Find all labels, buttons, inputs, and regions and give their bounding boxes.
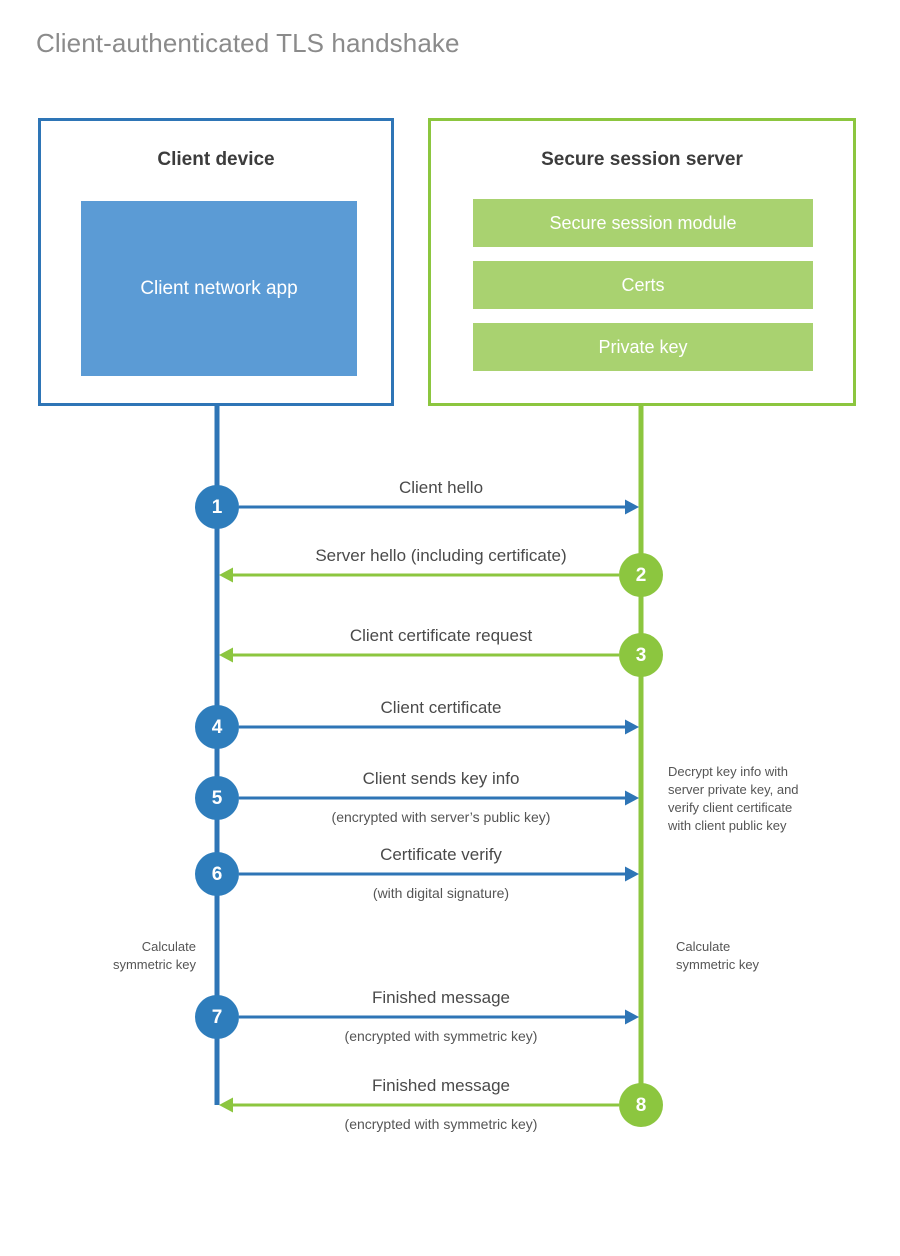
step-number-8: 8 bbox=[636, 1095, 647, 1116]
server-component-stack: Secure session module Certs Private key bbox=[473, 199, 813, 385]
message-arrow-head-1 bbox=[625, 499, 639, 515]
side-notes-group: Decrypt key info with server private key,… bbox=[113, 764, 799, 972]
message-arrow-head-2 bbox=[219, 567, 233, 583]
note-server-calculate-line-1: Calculate bbox=[676, 939, 730, 954]
step-marker-7[interactable] bbox=[195, 995, 239, 1039]
server-component-secure-session-module: Secure session module bbox=[473, 199, 813, 247]
message-label-8: Finished message bbox=[372, 1076, 510, 1095]
step-marker-2[interactable] bbox=[619, 553, 663, 597]
step-marker-5[interactable] bbox=[195, 776, 239, 820]
message-arrow-head-8 bbox=[219, 1097, 233, 1113]
message-sublabel-5: (encrypted with server’s public key) bbox=[332, 809, 551, 825]
message-sublabel-7: (encrypted with symmetric key) bbox=[345, 1028, 538, 1044]
message-arrow-head-5 bbox=[625, 790, 639, 806]
message-label-4: Client certificate bbox=[381, 698, 502, 717]
step-marker-3[interactable] bbox=[619, 633, 663, 677]
message-label-1: Client hello bbox=[399, 478, 483, 497]
step-marker-8[interactable] bbox=[619, 1083, 663, 1127]
message-arrow-head-3 bbox=[219, 647, 233, 663]
message-label-7: Finished message bbox=[372, 988, 510, 1007]
step-markers-group: 1 2 3 4 5 6 7 8 bbox=[195, 485, 663, 1127]
server-component-private-key: Private key bbox=[473, 323, 813, 371]
message-label-6: Certificate verify bbox=[380, 845, 502, 864]
step-number-5: 5 bbox=[212, 788, 223, 809]
client-network-app-block: Client network app bbox=[81, 201, 357, 376]
step-marker-4[interactable] bbox=[195, 705, 239, 749]
message-sublabel-8: (encrypted with symmetric key) bbox=[345, 1116, 538, 1132]
client-device-box: Client device Client network app bbox=[38, 118, 394, 406]
secure-session-server-title: Secure session server bbox=[541, 149, 743, 170]
note-server-decrypt-line-3: verify client certificate bbox=[668, 800, 792, 815]
message-arrow-head-6 bbox=[625, 866, 639, 882]
step-number-3: 3 bbox=[636, 645, 647, 666]
step-number-6: 6 bbox=[212, 864, 223, 885]
step-number-7: 7 bbox=[212, 1007, 223, 1028]
note-client-calculate-line-2: symmetric key bbox=[113, 957, 197, 972]
note-server-decrypt-line-2: server private key, and bbox=[668, 782, 799, 797]
step-number-1: 1 bbox=[212, 497, 223, 518]
message-arrow-head-4 bbox=[625, 719, 639, 735]
message-label-3: Client certificate request bbox=[350, 626, 533, 645]
client-device-title: Client device bbox=[157, 149, 275, 170]
page-title: Client-authenticated TLS handshake bbox=[36, 28, 460, 58]
message-sublabel-6: (with digital signature) bbox=[373, 885, 509, 901]
step-marker-6[interactable] bbox=[195, 852, 239, 896]
note-server-calculate-line-2: symmetric key bbox=[676, 957, 760, 972]
step-number-2: 2 bbox=[636, 565, 647, 586]
note-client-calculate-line-1: Calculate bbox=[142, 939, 196, 954]
note-server-decrypt-line-1: Decrypt key info with bbox=[668, 764, 788, 779]
secure-session-server-box: Secure session server Secure session mod… bbox=[428, 118, 856, 406]
message-arrow-head-7 bbox=[625, 1009, 639, 1025]
note-server-decrypt-line-4: with client public key bbox=[667, 818, 787, 833]
step-marker-1[interactable] bbox=[195, 485, 239, 529]
step-number-4: 4 bbox=[212, 717, 223, 738]
message-label-5: Client sends key info bbox=[363, 769, 520, 788]
message-label-2: Server hello (including certificate) bbox=[315, 546, 566, 565]
server-component-certs: Certs bbox=[473, 261, 813, 309]
